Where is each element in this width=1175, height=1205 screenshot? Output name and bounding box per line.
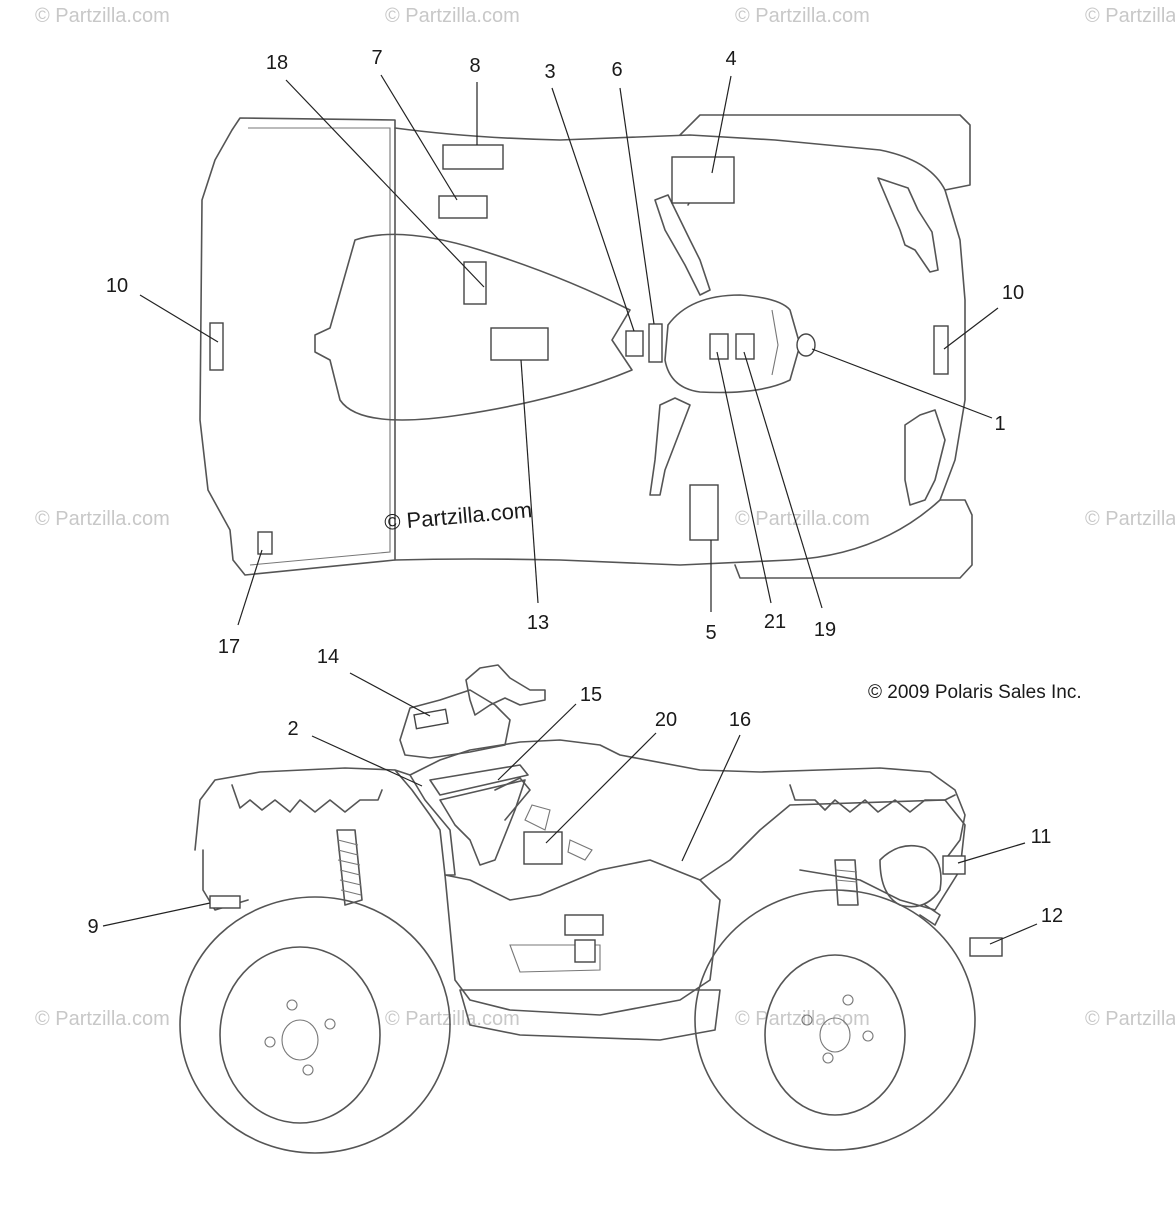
watermark: © Partzilla.com xyxy=(735,5,870,27)
atv-top-view xyxy=(139,74,999,626)
callout-label: 10 xyxy=(106,275,128,297)
watermark: © Partzilla.com xyxy=(1085,508,1175,530)
callout-label: 21 xyxy=(764,611,786,633)
callout-label: 13 xyxy=(527,612,549,634)
front-wheel xyxy=(694,889,976,1151)
watermark: © Partzilla.com xyxy=(35,1008,170,1030)
callout-label: 8 xyxy=(469,55,480,77)
callout-label: 3 xyxy=(544,61,555,83)
callout-label: 2 xyxy=(287,718,298,740)
callout-label: 9 xyxy=(87,916,98,938)
callout-label: 5 xyxy=(705,622,716,644)
top-view-callouts: 18 7 8 3 6 4 10 10 1 17 13 5 21 19 xyxy=(106,47,1024,658)
callout-label: 4 xyxy=(725,48,736,70)
watermark: © Partzilla.com xyxy=(1085,5,1175,27)
callout-label: 12 xyxy=(1041,905,1063,927)
callout-label: 15 xyxy=(580,684,602,706)
callout-label: 20 xyxy=(655,709,677,731)
watermark: © Partzilla.com xyxy=(35,5,170,27)
callout-label: 17 xyxy=(218,636,240,658)
callout-label: 19 xyxy=(814,619,836,641)
callout-label: 6 xyxy=(611,59,622,81)
atv-side-view xyxy=(102,664,1038,1154)
callout-label: 11 xyxy=(1031,826,1052,848)
rear-wheel xyxy=(179,896,451,1154)
watermark: © Partzilla.com xyxy=(735,508,870,530)
callout-label: 1 xyxy=(994,413,1005,435)
watermark: © Partzilla.com xyxy=(35,508,170,530)
watermarks: © Partzilla.com © Partzilla.com © Partzi… xyxy=(35,5,1175,1030)
watermark: © Partzilla.com xyxy=(385,5,520,27)
side-view-callouts: 14 15 20 16 2 11 9 12 xyxy=(87,646,1063,938)
watermark: © Partzilla.com xyxy=(1085,1008,1175,1030)
center-watermark: © Partzilla.com xyxy=(383,497,533,535)
callout-label: 14 xyxy=(317,646,339,668)
callout-label: 10 xyxy=(1002,282,1024,304)
callout-label: 16 xyxy=(729,709,751,731)
watermark: © Partzilla.com xyxy=(385,1008,520,1030)
callout-label: 18 xyxy=(266,52,288,74)
copyright-notice: © 2009 Polaris Sales Inc. xyxy=(868,682,1082,703)
callout-label: 7 xyxy=(371,47,382,69)
